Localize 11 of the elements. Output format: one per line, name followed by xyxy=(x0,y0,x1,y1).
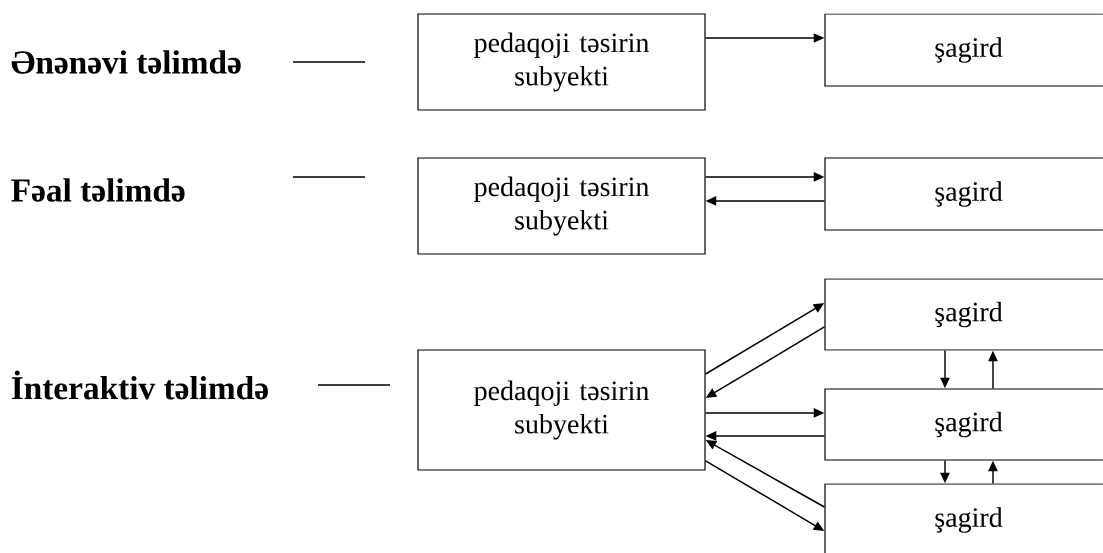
heading: Fəal təlimdə xyxy=(11,178,185,202)
heading: Ənənəvi təlimdə xyxy=(11,50,241,74)
subject-box: pedaqoji təsirin subyekti xyxy=(417,13,706,111)
subject-box: pedaqoji təsirin subyekti xyxy=(417,349,706,471)
student-box: şagird xyxy=(824,157,1103,231)
student-box: şagird xyxy=(824,13,1103,87)
subject-box: pedaqoji təsirin subyekti xyxy=(417,157,706,255)
student-box: şagird xyxy=(824,483,1103,553)
heading: İnteraktiv təlimdə xyxy=(11,370,268,400)
student-box: şagird xyxy=(824,278,1103,351)
student-box: şagird xyxy=(824,388,1103,461)
